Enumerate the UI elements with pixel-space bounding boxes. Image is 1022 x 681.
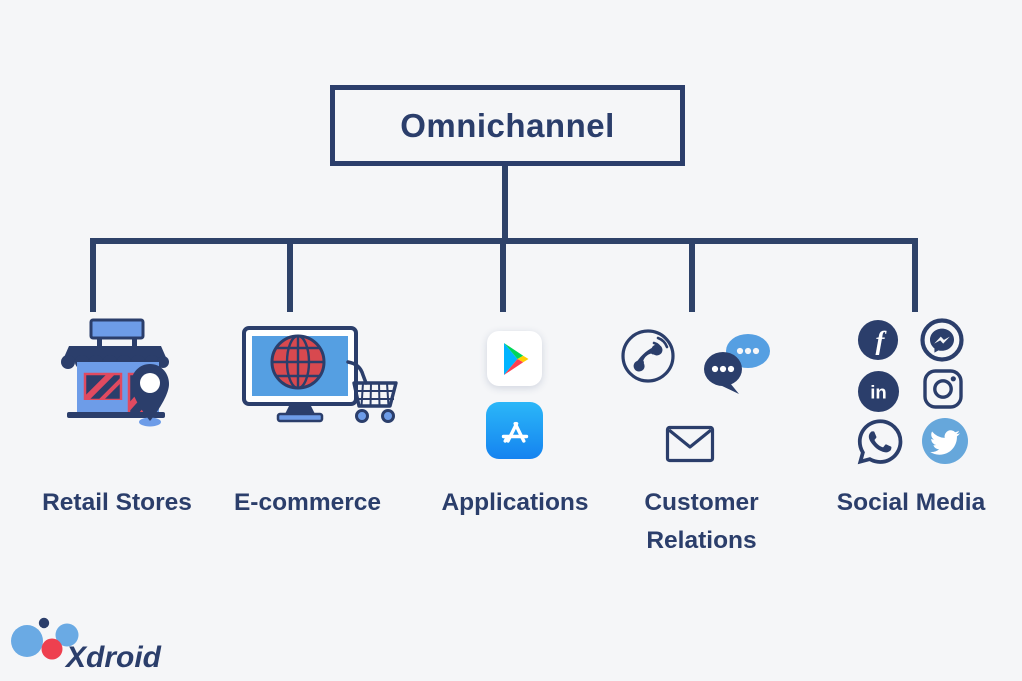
connector-drop-social: [912, 240, 918, 312]
logo-dot-navy: [38, 617, 50, 629]
twitter-icon: [922, 418, 968, 464]
root-node-box: Omnichannel: [330, 85, 685, 166]
storefront-location-pin-icon: [61, 318, 169, 427]
diagram-title: Omnichannel: [400, 106, 615, 144]
linkedin-in-glyph: in: [870, 381, 886, 402]
instagram-icon: [923, 369, 963, 409]
whatsapp-icon: [857, 419, 903, 465]
messenger-icon: [920, 318, 964, 362]
connector-drop-retail: [90, 240, 96, 312]
logo-circle-large-blue: [11, 625, 43, 657]
label-applications: Applications: [441, 489, 589, 516]
phone-call-icon: [621, 329, 675, 383]
facebook-icon: f: [857, 319, 899, 361]
label-social-media: Social Media: [836, 489, 986, 516]
logo-circle-small-blue: [55, 623, 79, 647]
logo-wordmark: Xdroid: [64, 641, 162, 674]
label-customer-relations: Customer Relations: [644, 489, 759, 554]
connector-drop-customer: [689, 240, 695, 312]
google-play-icon: [487, 331, 542, 386]
chat-bubbles-icon: [704, 334, 770, 394]
envelope-icon: [665, 425, 715, 463]
label-ecommerce: E-commerce: [233, 489, 382, 516]
logo-circle-red: [41, 638, 63, 660]
connector-drop-ecommerce: [287, 240, 293, 312]
connector-root-vertical: [502, 166, 508, 240]
monitor-globe-cart-icon: [242, 326, 398, 423]
app-store-icon: [486, 402, 543, 459]
linkedin-icon: in: [857, 370, 900, 413]
label-retail-stores: Retail Stores: [42, 489, 192, 516]
connector-drop-applications: [500, 240, 506, 312]
xdroid-logo: Xdroid: [11, 617, 162, 674]
